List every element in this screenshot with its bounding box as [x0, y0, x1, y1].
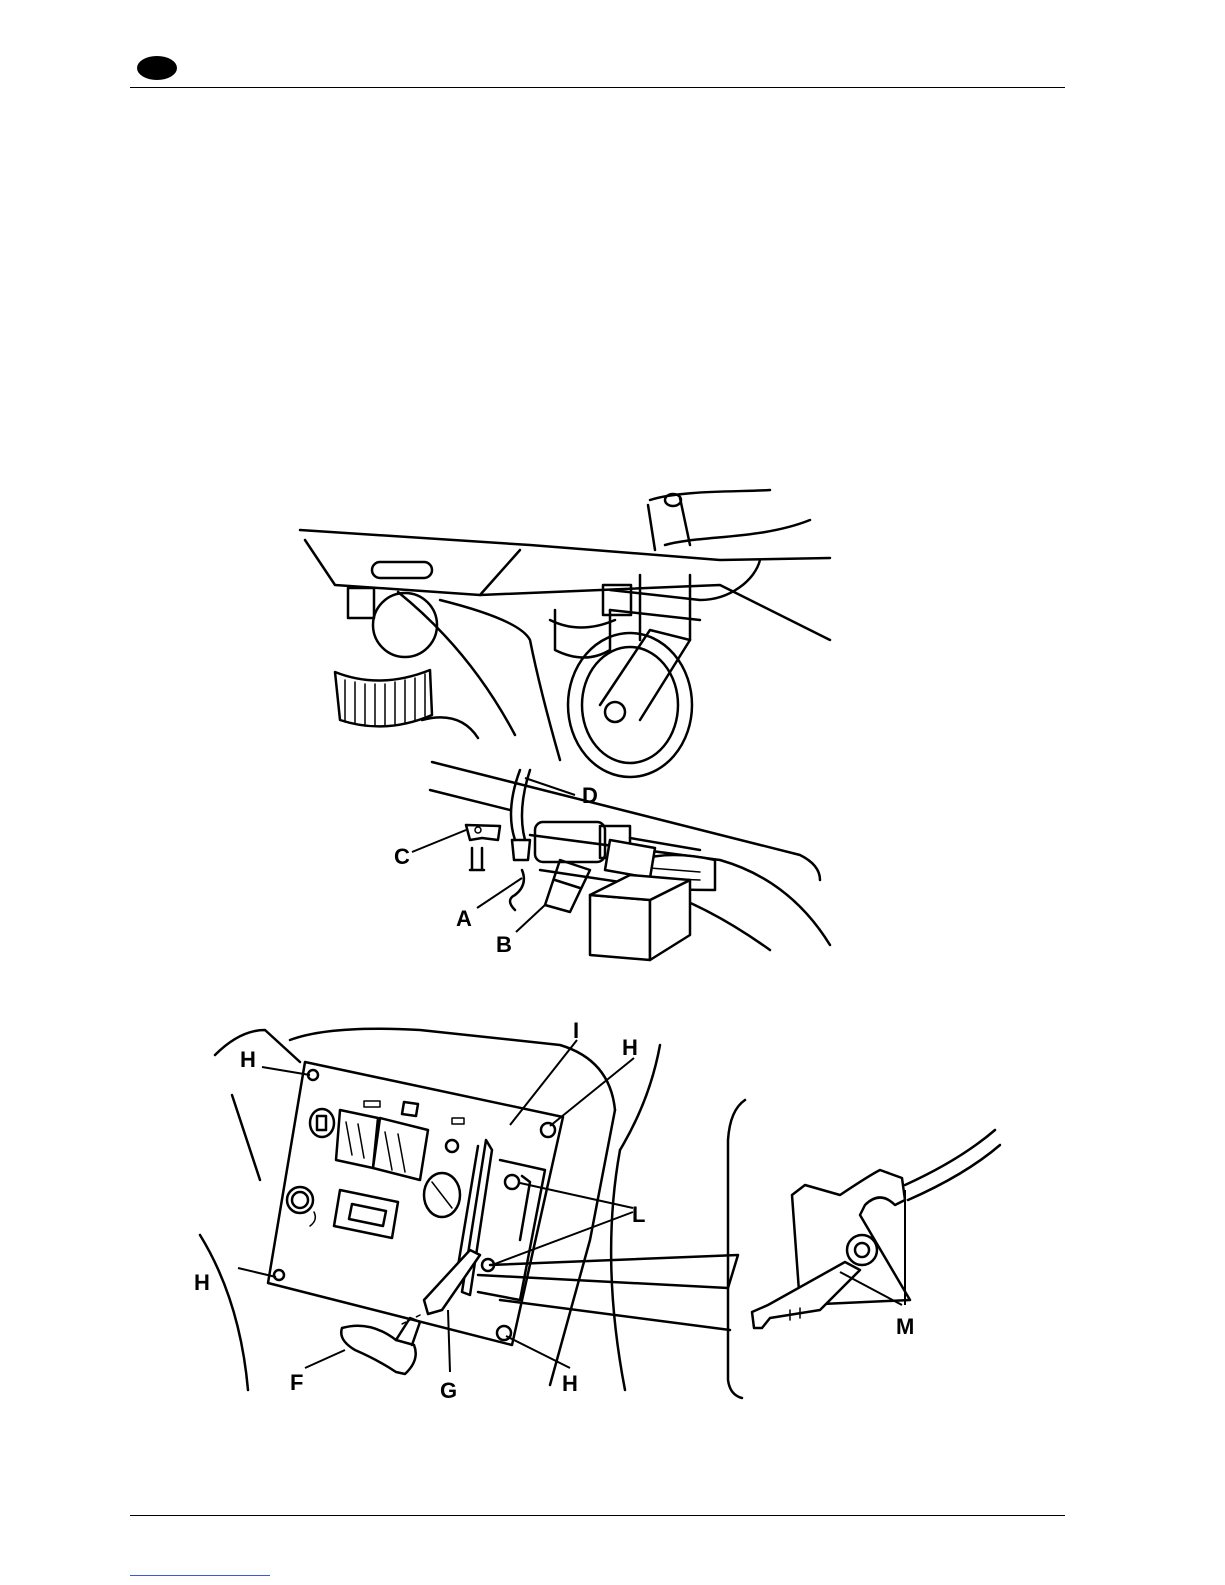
callout-h-top-right: H [622, 1035, 638, 1060]
callout-m: M [896, 1314, 914, 1339]
callout-g: G [440, 1378, 457, 1403]
callout-i: I [573, 1018, 579, 1043]
callout-h-top-left: H [240, 1047, 256, 1072]
callout-l: L [632, 1202, 645, 1227]
callout-h-bottom-left: H [194, 1270, 210, 1295]
footer-rule [130, 1515, 1065, 1516]
footer-link-underline[interactable] [130, 1575, 270, 1576]
callout-f: F [290, 1370, 303, 1395]
callout-h-bottom-right: H [562, 1371, 578, 1396]
